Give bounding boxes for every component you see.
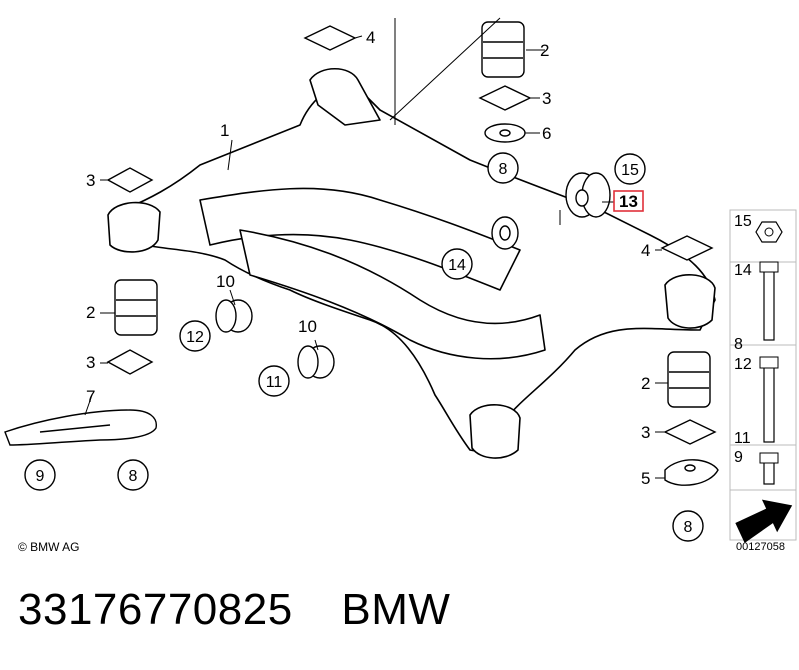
circle-9-label: 9 [36, 468, 45, 485]
washer-plate-4-top [303, 25, 357, 51]
circle-8-top [487, 152, 519, 184]
callout-6: 6 [542, 124, 551, 143]
callout-5: 5 [641, 469, 650, 488]
rear-cross-tube [239, 229, 546, 360]
plate-5 [664, 459, 719, 486]
rear-lower-mount [469, 404, 521, 459]
circle-9 [24, 459, 56, 491]
circle-14 [441, 248, 473, 280]
circle-8-top-label: 8 [499, 161, 508, 178]
fastener-panel [729, 209, 797, 543]
side-label-15: 15 [734, 213, 752, 230]
circle-15-label: 15 [621, 162, 639, 179]
callout-3-left-bottom: 3 [86, 353, 95, 372]
washer-plate-3-top [478, 85, 532, 111]
highlight-box-13 [613, 190, 644, 212]
side-label-14: 14 [734, 262, 752, 279]
circle-8-left [117, 459, 149, 491]
upper-tower [309, 68, 381, 126]
callout-13: 13 [619, 192, 638, 211]
caption-line: 33176770825 BMW [18, 585, 450, 635]
rubber-mount-2-top [481, 21, 525, 78]
washer-plate-3-left-bottom [106, 349, 154, 375]
left-front-mount [107, 201, 161, 253]
brand-name: BMW [341, 585, 451, 634]
callout-4-right: 4 [641, 241, 650, 260]
subframe-body [109, 79, 716, 452]
rear-subframe-diagram: 1 4 2 3 6 3 2 3 7 10 10 4 2 3 5 8 15 14 … [4, 17, 797, 543]
callout-3-top: 3 [542, 89, 551, 108]
callout-3-left-top: 3 [86, 171, 95, 190]
front-cross-tube [199, 187, 521, 291]
callout-2-right: 2 [641, 374, 650, 393]
circle-12-label: 12 [186, 329, 204, 346]
washer-plate-3-right [663, 419, 717, 445]
circle-15 [614, 153, 646, 185]
bolt-14-icon [763, 263, 775, 341]
washer-plate-4-right [660, 235, 714, 261]
arrow-icon [735, 499, 793, 543]
part-number: 33176770825 [18, 585, 293, 634]
circle-8-right [672, 510, 704, 542]
callout-4-top: 4 [366, 28, 375, 47]
circle-14-label: 14 [448, 257, 466, 274]
callout-3-right: 3 [641, 423, 650, 442]
side-label-8: 8 [734, 336, 743, 353]
circle-11-label: 11 [266, 374, 283, 391]
callout-1: 1 [220, 121, 229, 140]
side-label-9: 9 [734, 449, 743, 466]
callout-2-left: 2 [86, 303, 95, 322]
right-front-mount [664, 274, 716, 329]
washer-plate-3-left-top [106, 167, 154, 193]
rubber-mount-2-left [114, 279, 158, 336]
callout-10-mid: 10 [298, 317, 317, 336]
callout-7: 7 [86, 387, 95, 406]
circle-8-left-label: 8 [129, 468, 138, 485]
circle-8-right-label: 8 [684, 519, 693, 536]
circle-12 [179, 320, 211, 352]
callout-10-left: 10 [216, 272, 235, 291]
bolt-12-icon [763, 359, 775, 443]
drawing-number: 00127058 [736, 541, 785, 553]
side-label-11: 11 [734, 430, 751, 447]
circle-11 [258, 365, 290, 397]
rubber-mount-2-right [667, 351, 711, 408]
copyright-text: © BMW AG [18, 540, 80, 554]
side-label-12: 12 [734, 356, 752, 373]
callout-2-top: 2 [540, 41, 549, 60]
